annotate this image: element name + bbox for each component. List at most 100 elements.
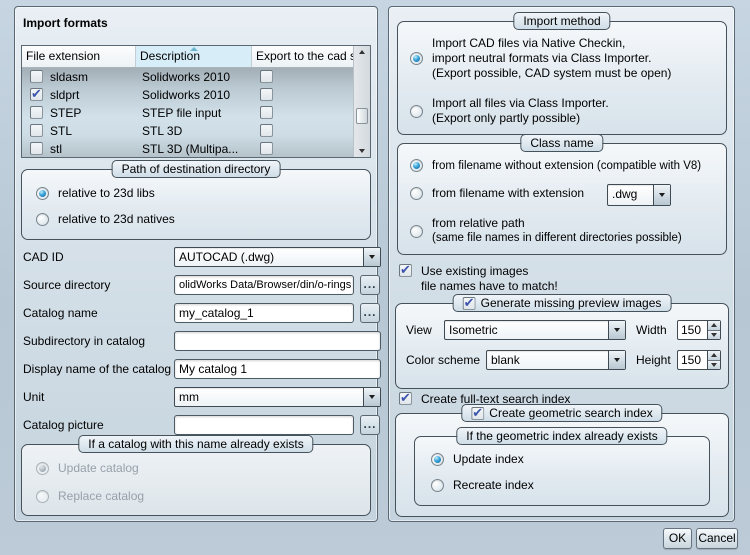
radio-update-index[interactable]: Update index <box>431 452 524 466</box>
height-value: 150 <box>681 353 702 367</box>
export-checkbox[interactable] <box>260 106 273 119</box>
fulltext-index-checkbox-row[interactable]: Create full-text search index <box>399 390 571 407</box>
geometric-index-checkbox[interactable] <box>471 405 485 420</box>
radio-relative-23d-natives[interactable]: relative to 23d natives <box>36 212 175 226</box>
import-formats-table: File extension Description Export to the… <box>21 45 371 158</box>
catalog-name-input[interactable]: my_catalog_1 <box>174 303 354 323</box>
column-header-file-extension[interactable]: File extension <box>22 46 136 67</box>
catalog-name-row: Catalog name my_catalog_1 ... <box>23 303 380 323</box>
radio-update-catalog: Update catalog <box>36 461 139 475</box>
table-row[interactable]: sldasm Solidworks 2010 <box>22 68 354 86</box>
checkbox-label-line: Create full-text search index <box>421 392 571 406</box>
cad-id-select[interactable]: AUTOCAD (.dwg) <box>174 247 381 267</box>
file-extension-cell: sldprt <box>50 88 80 102</box>
source-directory-browse-button[interactable]: ... <box>360 275 380 295</box>
geometric-index-exists-title: If the geometric index already exists <box>456 427 668 445</box>
catalog-picture-label: Catalog picture <box>23 418 104 432</box>
format-enabled-checkbox[interactable] <box>30 70 43 83</box>
table-row[interactable]: stl STL 3D (Multipa... <box>22 140 354 157</box>
format-enabled-checkbox[interactable] <box>30 106 43 119</box>
cancel-button[interactable]: Cancel <box>696 528 738 549</box>
radio-relative-path[interactable]: from relative path (same file names in d… <box>410 216 682 246</box>
table-row[interactable]: STL STL 3D <box>22 122 354 140</box>
catalog-name-label: Catalog name <box>23 306 98 320</box>
geometric-index-exists-group: If the geometric index already exists Up… <box>414 427 710 506</box>
chevron-down-icon[interactable] <box>608 351 625 369</box>
column-header-description[interactable]: Description <box>136 46 252 67</box>
import-formats-panel: Import formats File extension Descriptio… <box>14 6 381 522</box>
radio-icon <box>410 159 423 172</box>
scrollbar-thumb[interactable] <box>356 108 368 124</box>
format-enabled-checkbox[interactable] <box>30 124 43 137</box>
radio-native-checkin[interactable]: Import CAD files via Native Checkin, imp… <box>410 36 671 81</box>
radio-relative-23d-libs[interactable]: relative to 23d libs <box>36 186 155 200</box>
color-scheme-select[interactable]: blank <box>486 350 626 370</box>
source-directory-input[interactable]: olidWorks Data/Browser/din/o-rings <box>174 275 354 295</box>
radio-icon <box>36 461 49 475</box>
catalog-picture-input[interactable] <box>174 415 354 435</box>
format-enabled-checkbox[interactable] <box>30 142 43 155</box>
group-title-label: Generate missing preview images <box>480 295 662 310</box>
use-existing-images-checkbox-row[interactable]: Use existing images file names have to m… <box>399 262 558 294</box>
table-row[interactable]: sldprt Solidworks 2010 <box>22 86 354 104</box>
view-select[interactable]: Isometric <box>444 320 626 340</box>
use-existing-images-checkbox[interactable] <box>399 262 412 278</box>
radio-icon <box>431 452 444 466</box>
spin-up-icon[interactable] <box>708 321 720 331</box>
scroll-up-icon[interactable] <box>359 50 365 54</box>
display-name-input[interactable]: My catalog 1 <box>174 359 381 379</box>
group-title-label: If a catalog with this name already exis… <box>88 436 304 451</box>
radio-label-line: Import CAD files via Native Checkin, <box>432 36 626 50</box>
group-title-label: Create geometric search index <box>489 405 653 420</box>
export-checkbox[interactable] <box>260 124 273 137</box>
description-cell: STEP file input <box>142 106 222 120</box>
chevron-down-icon[interactable] <box>363 248 380 266</box>
height-spinner[interactable]: 150 <box>677 350 721 370</box>
radio-class-importer[interactable]: Import all files via Class Importer. (Ex… <box>410 96 609 126</box>
radio-label: Replace catalog <box>58 489 145 503</box>
width-spinner[interactable]: 150 <box>677 320 721 340</box>
geometric-index-group-title: Create geometric search index <box>461 404 663 422</box>
table-scrollbar[interactable] <box>353 46 370 157</box>
extension-select[interactable]: .dwg <box>607 184 671 206</box>
import-method-group: Import method Import CAD files via Nativ… <box>397 12 727 135</box>
catalog-picture-row: Catalog picture ... <box>23 415 380 435</box>
spin-up-icon[interactable] <box>708 351 720 361</box>
column-header-export[interactable]: Export to the cad system <box>256 49 354 63</box>
table-row[interactable]: STEP STEP file input <box>22 104 354 122</box>
spin-down-icon[interactable] <box>708 360 720 369</box>
chevron-down-icon[interactable] <box>653 185 670 205</box>
checkbox-label-line: file names have to match! <box>421 279 558 293</box>
scroll-down-icon[interactable] <box>359 149 365 153</box>
radio-icon <box>36 212 49 226</box>
cad-id-row: CAD ID AUTOCAD (.dwg) <box>23 247 381 267</box>
unit-row: Unit mm <box>23 387 381 407</box>
catalog-picture-browse-button[interactable]: ... <box>360 415 380 435</box>
fulltext-index-checkbox[interactable] <box>399 390 412 406</box>
subdirectory-input[interactable] <box>174 331 381 351</box>
ok-button[interactable]: OK <box>663 528 692 549</box>
sort-ascending-icon <box>189 47 198 51</box>
file-extension-cell: sldasm <box>50 70 89 84</box>
export-checkbox[interactable] <box>260 142 273 155</box>
color-scheme-value: blank <box>491 353 520 367</box>
chevron-down-icon[interactable] <box>608 321 625 339</box>
import-formats-title: Import formats <box>23 16 108 30</box>
export-checkbox[interactable] <box>260 88 273 101</box>
unit-select[interactable]: mm <box>174 387 381 407</box>
catalog-name-browse-button[interactable]: ... <box>360 303 380 323</box>
export-checkbox[interactable] <box>260 70 273 83</box>
radio-icon <box>36 489 49 503</box>
radio-filename-without-extension[interactable]: from filename without extension (compati… <box>410 159 701 172</box>
table-body: sldasm Solidworks 2010 sldprt Solidworks… <box>22 68 354 157</box>
spin-down-icon[interactable] <box>708 330 720 339</box>
width-value: 150 <box>681 323 702 337</box>
format-enabled-checkbox[interactable] <box>30 86 43 102</box>
radio-recreate-index[interactable]: Recreate index <box>431 478 534 492</box>
radio-filename-with-extension[interactable]: from filename with extension <box>410 186 584 200</box>
import-settings-panel: Import method Import CAD files via Nativ… <box>388 6 735 522</box>
catalog-exists-group: If a catalog with this name already exis… <box>21 435 371 516</box>
chevron-down-icon[interactable] <box>363 388 380 406</box>
generate-preview-checkbox[interactable] <box>462 295 476 310</box>
class-name-group-title: Class name <box>520 134 604 152</box>
